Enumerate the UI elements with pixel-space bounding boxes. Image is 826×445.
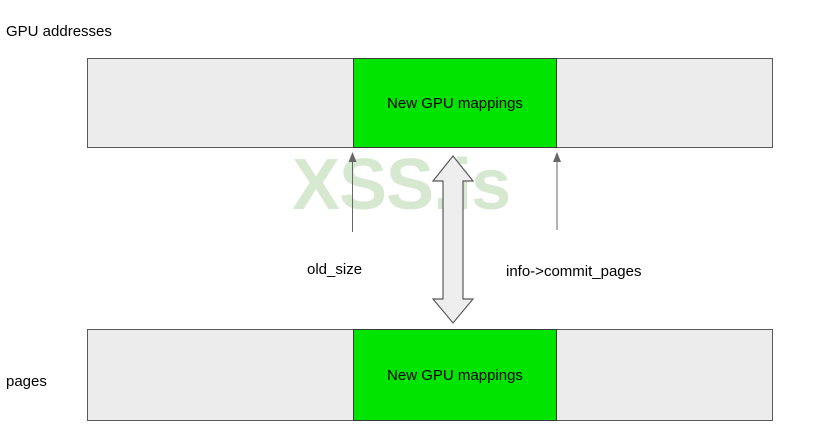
gpu-address-space-bar: New GPU mappings (87, 58, 773, 148)
map-double-arrow-icon (431, 155, 475, 324)
commit-pages-annotation: info->commit_pages (506, 263, 642, 280)
pages-label: pages (6, 373, 47, 390)
pages-new-mappings-segment: New GPU mappings (353, 329, 557, 421)
gpu-new-mappings-label: New GPU mappings (387, 94, 523, 112)
gpu-addresses-label: GPU addresses (6, 23, 112, 40)
gpu-new-mappings-segment: New GPU mappings (353, 58, 557, 148)
old-size-pointer-arrow (348, 152, 357, 232)
watermark-text: XSS.is (292, 145, 511, 225)
pages-bar: New GPU mappings (87, 329, 773, 421)
pages-new-mappings-label: New GPU mappings (387, 366, 523, 384)
old-size-annotation: old_size (307, 261, 363, 278)
commit-pages-pointer-arrow (553, 152, 561, 230)
